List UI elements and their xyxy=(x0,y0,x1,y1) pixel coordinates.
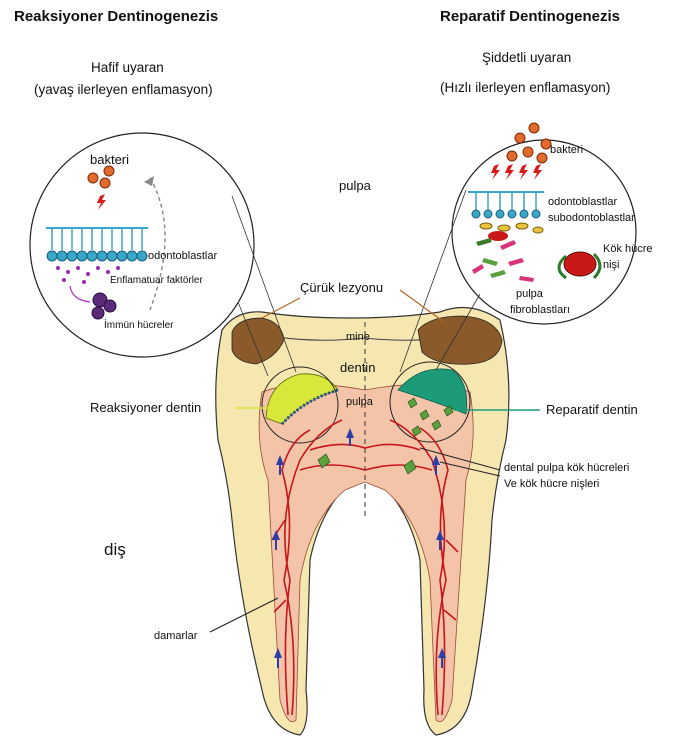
tooth-label: diş xyxy=(104,540,126,560)
left-stimulus: Hafif uyaran xyxy=(91,60,164,76)
right-odontoblasts-label: odontoblastlar xyxy=(548,196,617,209)
pulp-fibroblasts-label-1: pulpa xyxy=(516,288,543,301)
right-bacteria-label: bakteri xyxy=(550,144,583,157)
stem-cell-niche-label-2: nişi xyxy=(603,259,620,272)
dentin-label: dentin xyxy=(340,360,375,376)
right-panel-title: Reparatif Dentinogenezis xyxy=(440,8,620,26)
immune-cells-label: İmmün hücreler xyxy=(104,320,173,332)
right-inflammation: (Hızlı ilerleyen enflamasyon) xyxy=(440,80,610,96)
vessels-label: damarlar xyxy=(154,630,197,643)
reactionary-dentin-label: Reaksiyoner dentin xyxy=(90,400,201,416)
stem-cells-label-1: dental pulpa kök hücreleri xyxy=(504,462,629,475)
pulp-top-label: pulpa xyxy=(339,178,371,194)
caries-lesion-right xyxy=(418,316,502,364)
enamel-label: mine xyxy=(346,331,370,344)
right-inset-circle xyxy=(452,140,636,324)
inflammatory-factors-label: Enflamatuar faktörler xyxy=(110,275,203,287)
stem-cell-niche-label-1: Kök hücre xyxy=(603,243,653,256)
subodontoblasts-label: subodontoblastlar xyxy=(548,212,635,225)
pulp-fibroblasts-label-2: fibroblastları xyxy=(510,304,570,317)
right-stimulus: Şiddetli uyaran xyxy=(482,50,571,66)
left-inflammation: (yavaş ilerleyen enflamasyon) xyxy=(34,82,213,98)
pulp-inner-label: pulpa xyxy=(346,396,373,409)
left-bacteria-label: bakteri xyxy=(90,152,129,168)
left-odontoblasts-label: odontoblastlar xyxy=(148,250,217,263)
reparative-dentin-label: Reparatif dentin xyxy=(546,402,638,418)
left-panel-title: Reaksiyoner Dentinogenezis xyxy=(14,8,218,26)
caries-lesion-label: Çürük lezyonu xyxy=(300,280,383,296)
stem-cells-label-2: Ve kök hücre nişleri xyxy=(504,478,599,491)
